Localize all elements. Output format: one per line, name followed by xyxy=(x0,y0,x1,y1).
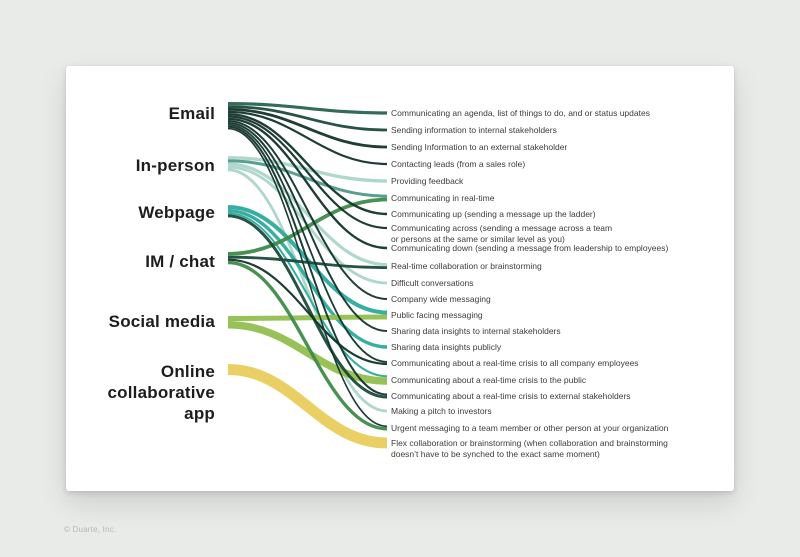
flow-email-to-target-4 xyxy=(227,110,388,166)
flow-webpage-to-target-17 xyxy=(227,212,388,378)
flow-email-to-target-7 xyxy=(227,113,388,216)
flow-email-to-target-20 xyxy=(227,127,388,428)
flow-imchat-to-target-20 xyxy=(227,260,388,431)
sankey-flows xyxy=(227,102,388,449)
flow-email-to-target-12 xyxy=(227,120,388,300)
use-case-label-1: Communicating an agenda, list of things … xyxy=(391,107,650,118)
flow-email-to-target-14 xyxy=(227,122,388,332)
channel-label-email: Email xyxy=(168,104,215,123)
flow-webpage-to-target-18 xyxy=(227,214,388,399)
flow-inperson-to-target-5 xyxy=(227,156,388,183)
use-case-label-21: Flex collaboration or brainstorming (whe… xyxy=(391,437,668,459)
channel-label-imchat: IM / chat xyxy=(145,252,215,271)
use-case-label-19: Making a pitch to investors xyxy=(391,405,492,416)
flow-social-to-target-17 xyxy=(227,321,388,385)
use-case-label-2: Sending information to internal stakehol… xyxy=(391,124,557,135)
use-case-label-13: Public facing messaging xyxy=(391,309,483,320)
flow-inperson-to-target-10 xyxy=(227,162,388,267)
use-case-label-15: Sharing data insights publicly xyxy=(391,341,502,352)
use-case-label-10: Real-time collaboration or brainstorming xyxy=(391,260,542,271)
channel-label-onlineapp: Online collaborative app xyxy=(107,362,215,423)
flow-email-to-target-16 xyxy=(227,124,388,363)
use-case-label-14: Sharing data insights to internal stakeh… xyxy=(391,325,561,336)
flow-email-to-target-1 xyxy=(227,102,388,115)
use-case-label-11: Difficult conversations xyxy=(391,277,474,288)
flow-social-to-target-13 xyxy=(227,314,388,321)
use-case-label-5: Providing feedback xyxy=(391,175,464,186)
use-case-label-9: Communicating down (sending a message fr… xyxy=(391,242,669,253)
flow-inperson-to-target-19 xyxy=(227,168,388,413)
use-case-label-18: Communicating about a real-time crisis t… xyxy=(391,390,631,401)
channel-label-social: Social media xyxy=(108,312,215,331)
use-case-label-6: Communicating in real-time xyxy=(391,192,495,203)
copyright-text: © Duarte, Inc. xyxy=(64,525,117,534)
flow-imchat-to-target-16 xyxy=(227,258,388,365)
use-case-label-3: Sending Information to an external stake… xyxy=(391,141,568,152)
use-case-label-12: Company wide messaging xyxy=(391,293,491,304)
channel-label-inperson: In-person xyxy=(135,156,215,175)
use-case-label-8: Communicating across (sending a message … xyxy=(391,222,613,244)
flow-email-to-target-8 xyxy=(227,115,388,230)
use-case-label-4: Contacting leads (from a sales role) xyxy=(391,158,526,169)
use-case-label-17: Communicating about a real-time crisis t… xyxy=(391,374,587,385)
flow-onlineapp-to-target-21 xyxy=(227,364,388,449)
flow-email-to-target-9 xyxy=(227,117,388,250)
flow-email-to-target-18 xyxy=(227,125,388,396)
use-case-label-7: Communicating up (sending a message up t… xyxy=(391,208,596,219)
flow-inperson-to-target-6 xyxy=(227,159,388,198)
use-case-label-16: Communicating about a real-time crisis t… xyxy=(391,357,639,368)
channel-label-webpage: Webpage xyxy=(138,203,215,222)
flow-email-to-target-2 xyxy=(227,105,388,132)
use-case-label-20: Urgent messaging to a team member or oth… xyxy=(391,422,669,433)
flow-email-to-target-3 xyxy=(227,108,388,149)
